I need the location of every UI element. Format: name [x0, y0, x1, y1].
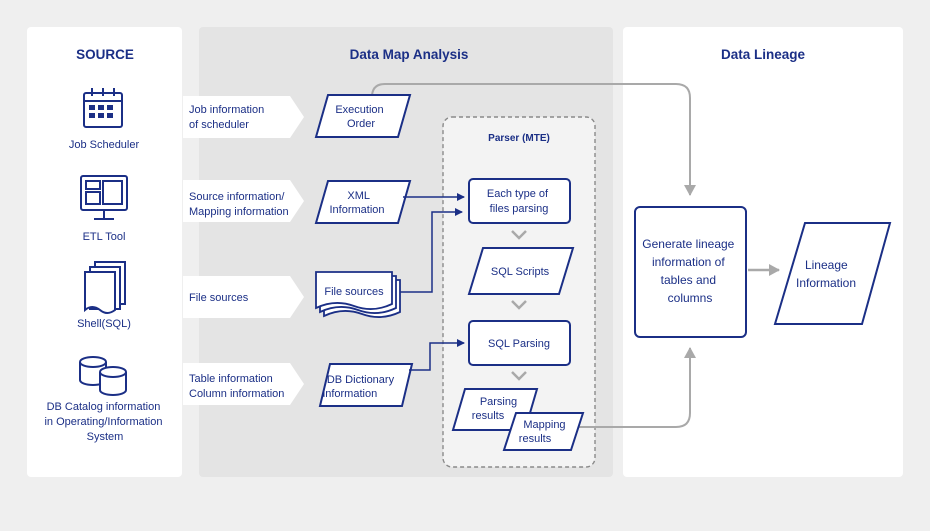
- mapping-results-line-1: Mapping: [523, 419, 565, 431]
- lineage-panel: [623, 27, 903, 477]
- lineage-output-line-2: Information: [796, 276, 856, 290]
- calendar-icon: [83, 88, 123, 128]
- execution-order-text: Execution Order: [335, 104, 386, 130]
- parsing-results-line-2: results: [472, 410, 505, 422]
- sql-parsing-text: SQL Parsing: [488, 338, 550, 350]
- source-label-db-catalog: DB Catalog information in Operating/Info…: [44, 401, 165, 443]
- db-catalog-line-2: in Operating/Information: [44, 416, 162, 428]
- db-dictionary-node: [318, 363, 414, 407]
- mapping-results-text: Mapping results: [519, 419, 569, 445]
- lineage-information-text: Lineage Information: [796, 258, 856, 290]
- input-arrow-3: [183, 276, 304, 318]
- source-label-job-scheduler: Job Scheduler: [69, 139, 140, 151]
- database-icon: [79, 356, 127, 396]
- mapping-results-line-2: results: [519, 433, 552, 445]
- xml-line-2: Information: [329, 204, 384, 216]
- parsing-results-line-1: Parsing: [480, 396, 517, 408]
- xml-information-text: XML Information: [329, 190, 384, 216]
- xml-information-node: [314, 180, 412, 224]
- db-dictionary-line-2: information: [323, 388, 377, 400]
- mapping-results-node: [502, 412, 585, 451]
- input-label-job-info: Job information of scheduler: [189, 104, 267, 131]
- execution-order-line-2: Order: [347, 118, 375, 130]
- generate-line-3: tables and: [661, 273, 716, 287]
- lineage-output-line-1: Lineage: [805, 258, 848, 272]
- input-4-line-1: Table information: [189, 373, 273, 385]
- generate-lineage-text: Generate lineage information of tables a…: [642, 237, 737, 305]
- dbdict-to-sqlparsing-connector: [409, 339, 465, 371]
- execution-to-lineage-arrow: [371, 83, 696, 196]
- parsing-results-text: Parsing results: [472, 396, 520, 422]
- mapping-to-lineage-arrow: [568, 347, 696, 428]
- sql-scripts-text: SQL Scripts: [491, 266, 550, 278]
- chevron-down-icon: [511, 230, 527, 240]
- input-arrow-1: [183, 96, 304, 138]
- input-arrow-4: [183, 363, 304, 405]
- analysis-panel-title: Data Map Analysis: [350, 47, 469, 62]
- input-4-line-2: Column information: [189, 388, 284, 400]
- chevron-down-icon: [511, 300, 527, 310]
- lineage-information-node: [773, 222, 892, 325]
- parser-title: Parser (MTE): [488, 133, 550, 144]
- input-label-source-info: Source information/ Mapping information: [189, 191, 289, 218]
- input-arrow-2: [183, 180, 304, 222]
- generate-line-1: Generate lineage: [642, 237, 734, 251]
- each-type-parsing-node: [468, 178, 571, 224]
- execution-order-line-1: Execution: [335, 104, 383, 116]
- each-type-text: Each type of files parsing: [487, 188, 551, 215]
- file-sources-node: [315, 271, 401, 318]
- input-1-line-1: Job information: [189, 104, 264, 116]
- input-2-line-2: Mapping information: [189, 206, 289, 218]
- chevron-down-icon: [511, 371, 527, 381]
- documents-icon: [84, 261, 126, 314]
- db-catalog-line-1: DB Catalog information: [47, 401, 161, 413]
- source-panel-title: SOURCE: [76, 47, 134, 62]
- xml-line-1: XML: [347, 190, 370, 202]
- file-sources-text: File sources: [324, 286, 384, 298]
- input-1-line-2: of scheduler: [189, 119, 249, 131]
- generate-line-4: columns: [668, 291, 713, 305]
- input-2-line-1: Source information/: [189, 191, 285, 203]
- each-type-line-2: files parsing: [490, 203, 549, 215]
- sql-parsing-node: [468, 320, 571, 366]
- source-label-etl-tool: ETL Tool: [83, 231, 126, 243]
- generate-lineage-node: [634, 206, 747, 338]
- files-to-parsing-connector: [400, 208, 463, 293]
- execution-order-node: [314, 94, 412, 138]
- lineage-panel-title: Data Lineage: [721, 47, 806, 62]
- input-label-table-info: Table information Column information: [189, 373, 284, 400]
- monitor-icon: [80, 175, 128, 220]
- source-label-shell-sql: Shell(SQL): [77, 318, 131, 330]
- input-3-line-1: File sources: [189, 292, 249, 304]
- sql-scripts-node: [467, 247, 575, 295]
- source-panel: [27, 27, 182, 477]
- db-dictionary-text: DB Dictionary information: [323, 374, 397, 400]
- db-catalog-line-3: System: [87, 431, 124, 443]
- generate-line-2: information of: [652, 255, 725, 269]
- each-type-line-1: Each type of: [487, 188, 549, 200]
- db-dictionary-line-1: DB Dictionary: [327, 374, 395, 386]
- input-label-file-sources: File sources: [189, 292, 249, 304]
